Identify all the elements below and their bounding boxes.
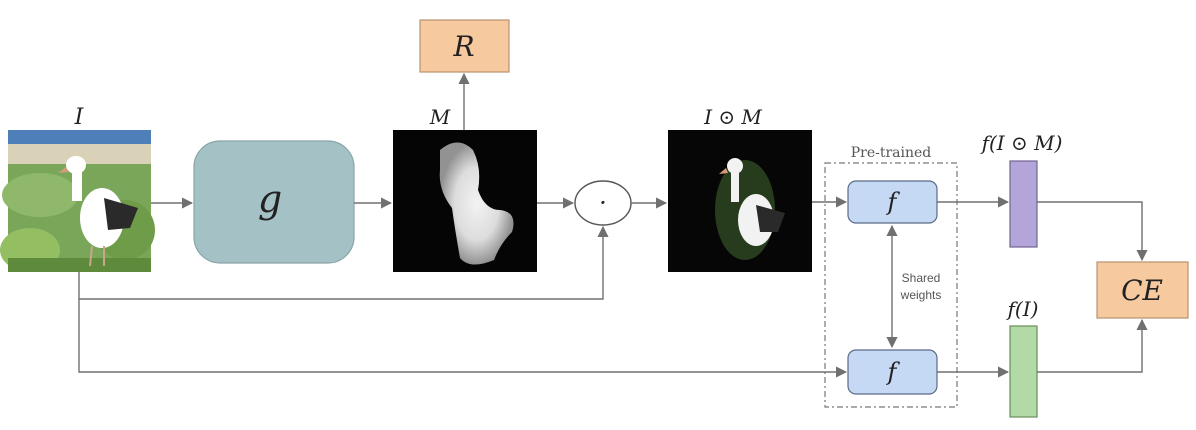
loss-box [1096,261,1189,319]
edge-input-to-f-bottom [78,299,848,378]
shared-label-line1: Shared [902,271,941,285]
edge-input-to-multiply [78,225,609,300]
shared-label-line2: weights [900,288,942,302]
regularizer-box [419,19,510,73]
feat-masked-bar [1009,160,1038,248]
generator-box [193,140,355,264]
feat-input-bar [1009,325,1038,418]
mask-label: M [429,105,451,129]
pretrained-label: Pre-trained [851,145,932,161]
masked-image-label: I ⊙ M [703,105,762,129]
multiply-dot: · [599,189,607,217]
shared-label-bg [895,266,949,306]
input-label: I [74,105,85,130]
pretrained-region [824,162,958,408]
feat-masked-label: f(I ⊙ M) [980,131,1063,155]
regularizer-label: R [452,30,474,63]
feat-input-label: f(I) [1006,297,1039,321]
input-image [0,130,155,272]
edge-feat-masked-to-ce [1037,201,1148,262]
edge-feat-input-to-ce [1037,318,1148,373]
generator-label: g [258,177,282,221]
masked-image [668,130,812,272]
mask-image [393,130,537,272]
loss-label: CE [1121,274,1163,307]
